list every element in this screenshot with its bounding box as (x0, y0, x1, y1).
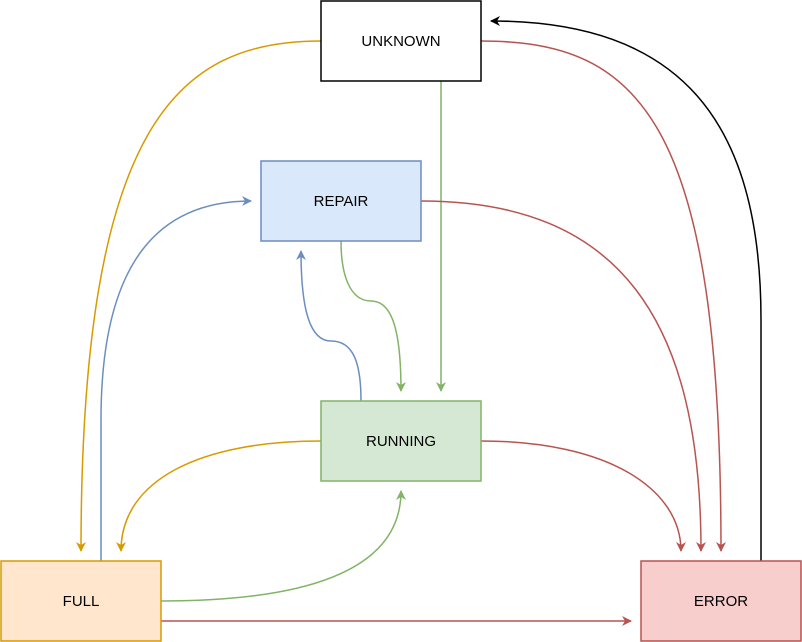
edge-full-to-running (160, 490, 406, 602)
edge-running-to-full (116, 440, 322, 552)
state-unknown[interactable]: UNKNOWN (320, 0, 482, 82)
edge-running-to-error (480, 440, 686, 552)
state-label: REPAIR (314, 193, 369, 210)
state-box (640, 560, 802, 642)
state-box (0, 560, 162, 642)
edge-running-to-repair (296, 250, 362, 402)
state-repair[interactable]: REPAIR (260, 160, 422, 242)
state-box (320, 400, 482, 482)
state-box (260, 160, 422, 242)
state-label: RUNNING (366, 433, 436, 450)
state-label: FULL (63, 593, 100, 610)
edge-unknown-to-error (480, 40, 726, 552)
state-full[interactable]: FULL (0, 560, 162, 642)
edge-full-to-repair (100, 196, 252, 561)
state-box (320, 0, 482, 82)
state-label: UNKNOWN (361, 33, 440, 50)
state-running[interactable]: RUNNING (320, 400, 482, 482)
edge-repair-to-error (420, 200, 706, 552)
edge-error-to-unknown (490, 16, 762, 561)
state-label: ERROR (694, 593, 748, 610)
state-error[interactable]: ERROR (640, 560, 802, 642)
edge-repair-to-running (340, 240, 406, 392)
edge-unknown-to-full (76, 40, 322, 552)
